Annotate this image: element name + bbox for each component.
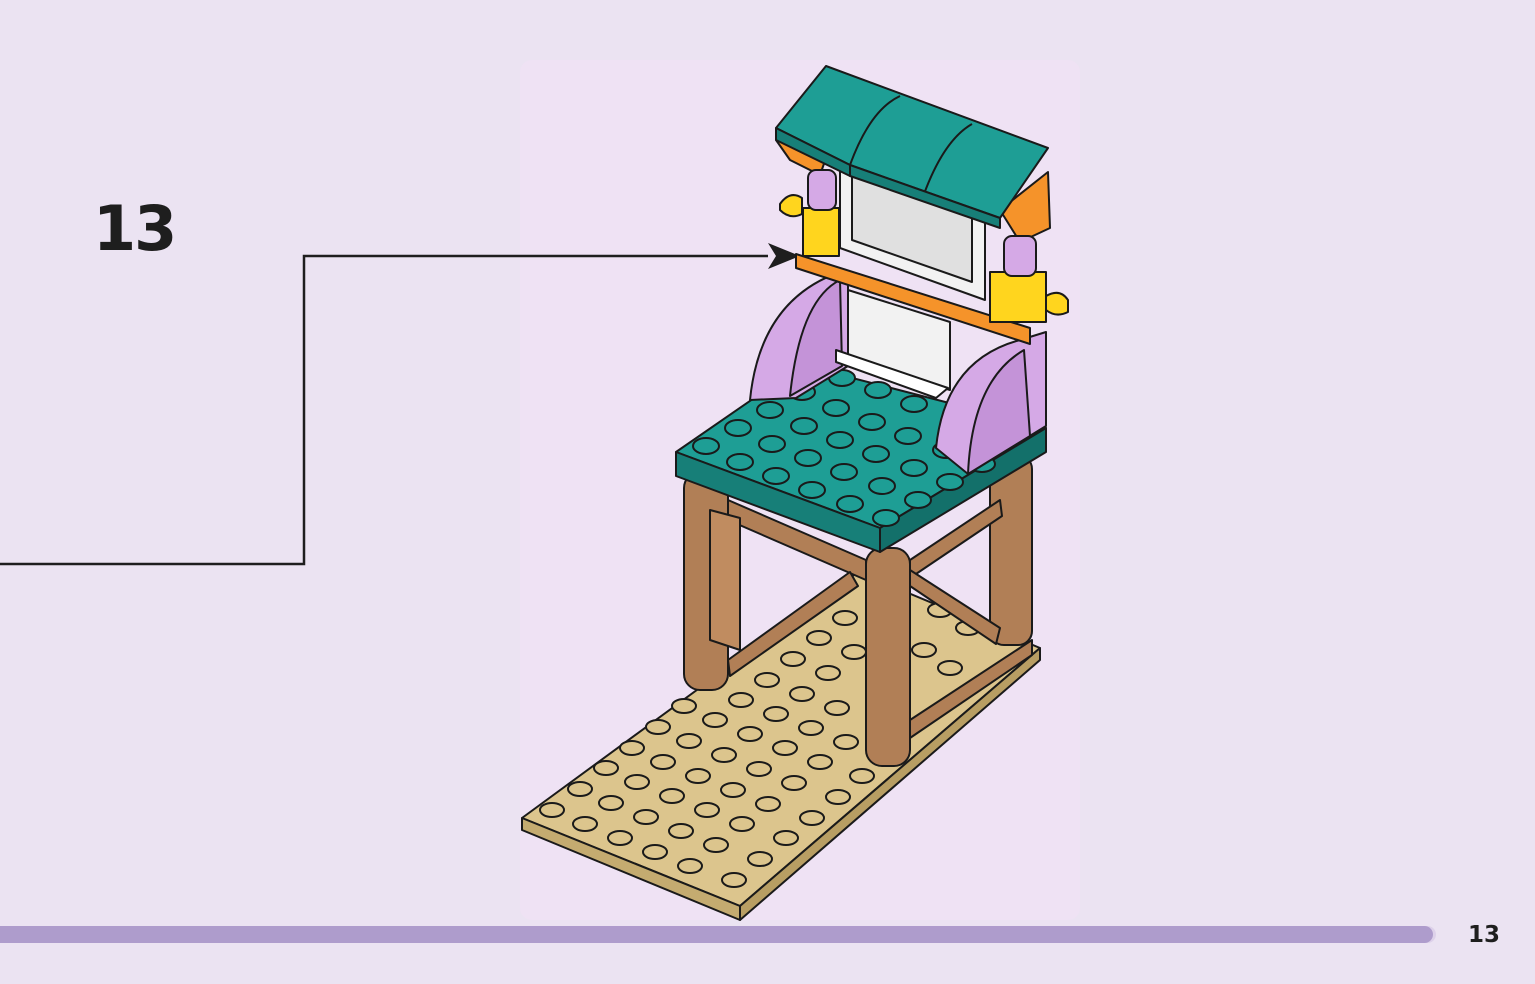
orange-trim [775,139,1051,345]
progress-bar-fill [0,926,1434,943]
brown-support-frame [683,454,1033,767]
white-window-frame [835,149,986,399]
yellow-clip-bricks [779,194,1069,323]
callout-arrow-icon [768,243,800,269]
lavender-pillars [807,169,1037,277]
teal-roof [775,65,1049,229]
page-number: 13 [1468,922,1501,948]
progress-bar [0,926,1436,943]
step-number: 13 [93,192,177,265]
